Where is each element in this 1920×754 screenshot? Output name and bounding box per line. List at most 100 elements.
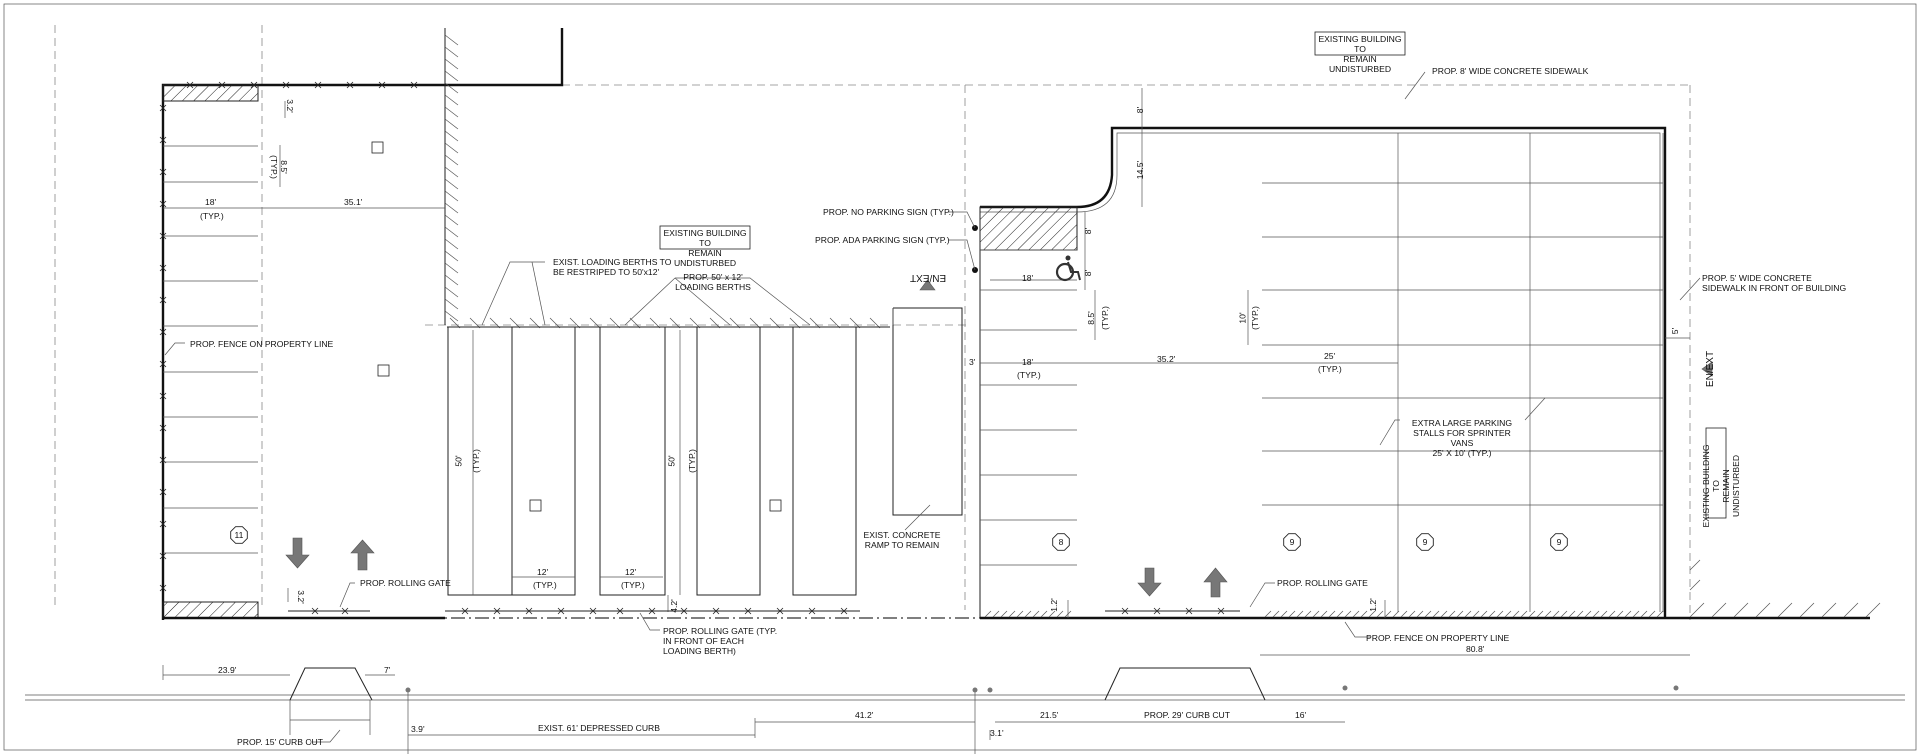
hatch-stroke bbox=[1384, 610, 1392, 618]
fence-x-marker bbox=[378, 81, 386, 89]
dim-8: 8' bbox=[1083, 227, 1094, 235]
sidewalk-5ft-label: PROP. 5' WIDE CONCRETE SIDEWALK IN FRONT… bbox=[1702, 273, 1846, 293]
dim-25: 25' bbox=[1324, 351, 1336, 361]
ada-parking-sign-label: PROP. ADA PARKING SIGN (TYP.) bbox=[815, 235, 950, 245]
fence-x-marker bbox=[159, 424, 167, 432]
hatch-stroke bbox=[1733, 602, 1749, 618]
stall-count-text: 8 bbox=[1059, 537, 1064, 547]
center-lot-parking-stripes bbox=[980, 249, 1077, 566]
street-curb-lines bbox=[25, 667, 1905, 754]
fence-markers-bottom bbox=[288, 607, 1240, 615]
hatch-stroke bbox=[1344, 610, 1352, 618]
hatch-stroke bbox=[869, 317, 881, 329]
arrow-down-icon bbox=[1137, 567, 1162, 597]
hatched-curb-top bbox=[162, 84, 259, 102]
fence-x-marker bbox=[557, 607, 565, 615]
dimension-lines-bottom bbox=[408, 654, 1690, 740]
label-line: PROP. ROLLING GATE (TYP. bbox=[663, 626, 778, 636]
dim-8-5: 8.5' bbox=[1085, 311, 1096, 325]
dim-8: 8' bbox=[1135, 106, 1146, 114]
label-line: STALLS FOR SPRINTER VANS bbox=[1413, 428, 1511, 448]
loading-berths bbox=[447, 308, 894, 596]
hatch-stroke bbox=[1272, 610, 1280, 618]
fence-x-marker bbox=[159, 456, 167, 464]
dim-typ: (TYP.) bbox=[621, 580, 645, 590]
fence-x-marker bbox=[525, 607, 533, 615]
light-pole-base bbox=[371, 141, 384, 154]
label-line: EXISTING BUILDING TO bbox=[1318, 34, 1402, 54]
hatch-stroke bbox=[1000, 610, 1008, 618]
loading-berth bbox=[599, 326, 666, 596]
dim-18: 18' bbox=[1022, 273, 1034, 283]
hatch-stroke bbox=[609, 317, 621, 329]
loading-berth bbox=[792, 326, 857, 596]
label-line: 25' X 10' (TYP.) bbox=[1432, 448, 1492, 458]
rolling-gate-left-label: PROP. ROLLING GATE bbox=[360, 578, 451, 588]
fence-property-line-bottom-label: PROP. FENCE ON PROPERTY LINE bbox=[1366, 633, 1510, 643]
label-line: LOADING BERTH) bbox=[663, 646, 736, 656]
hatch-stroke bbox=[444, 166, 459, 178]
fence-x-marker bbox=[159, 296, 167, 304]
dim-typ: (TYP.) bbox=[1099, 306, 1110, 330]
dim-typ: (TYP.) bbox=[1249, 306, 1260, 330]
hatch-stroke bbox=[1392, 610, 1400, 618]
hatch-stroke bbox=[444, 214, 459, 226]
hatch-stroke bbox=[569, 317, 581, 329]
property-boundary-left bbox=[161, 28, 564, 620]
existing-building-box-right bbox=[1705, 427, 1727, 519]
hatch-stroke bbox=[1264, 610, 1272, 618]
hatch-stroke bbox=[444, 202, 459, 214]
hatch-stroke bbox=[1648, 610, 1656, 618]
hatch-stroke bbox=[1777, 602, 1793, 618]
hatch-stroke bbox=[669, 317, 681, 329]
hatch-stroke bbox=[849, 317, 861, 329]
hatch-stroke bbox=[1689, 579, 1701, 591]
hatch-stroke bbox=[629, 317, 641, 329]
hatch-stroke bbox=[444, 154, 459, 166]
arrow-up-icon bbox=[1203, 567, 1228, 598]
hatch-stroke bbox=[529, 317, 541, 329]
label-line: EXISTING BUILDING TO bbox=[663, 228, 747, 248]
fence-x-marker bbox=[346, 81, 354, 89]
hatch-stroke bbox=[1536, 610, 1544, 618]
fence-x-marker bbox=[1217, 607, 1225, 615]
hatch-stroke bbox=[1440, 610, 1448, 618]
hatch-stroke bbox=[444, 238, 459, 250]
hatch-stroke bbox=[1568, 610, 1576, 618]
fence-x-marker bbox=[493, 607, 501, 615]
hatch-stroke bbox=[489, 317, 501, 329]
dim-3-2-top: 3.2' bbox=[284, 99, 295, 113]
fence-x-marker bbox=[461, 607, 469, 615]
hatch-stroke bbox=[444, 70, 459, 82]
dimension-lines-left bbox=[162, 101, 445, 735]
dim-80-8: 80.8' bbox=[1466, 644, 1485, 654]
hatch-stroke bbox=[1689, 602, 1705, 618]
hatch-stroke bbox=[1352, 610, 1360, 618]
hatch-stroke bbox=[829, 317, 841, 329]
fence-x-marker bbox=[159, 360, 167, 368]
hatch-stroke bbox=[1336, 610, 1344, 618]
dim-21-5: 21.5' bbox=[1040, 710, 1059, 720]
stall-count-right-a bbox=[1283, 533, 1301, 551]
fence-x-marker bbox=[159, 328, 167, 336]
hatch-stroke bbox=[1328, 610, 1336, 618]
rolling-gate-berth-label: PROP. ROLLING GATE (TYP. IN FRONT OF EAC… bbox=[663, 626, 777, 656]
dim-typ: (TYP.) bbox=[200, 211, 224, 221]
hatch-stroke bbox=[1032, 610, 1040, 618]
fence-x-marker bbox=[159, 584, 167, 592]
hatch-stroke bbox=[1711, 602, 1727, 618]
dim-12: 12' bbox=[625, 567, 637, 577]
dim-8-5: 8.5' bbox=[278, 160, 289, 174]
hatch-stroke bbox=[729, 317, 741, 329]
stall-count-text: 9 bbox=[1290, 537, 1295, 547]
hatch-stroke bbox=[1576, 610, 1584, 618]
hatch-stroke bbox=[1056, 610, 1064, 618]
existing-building-label-right: EXISTING BUILDING TO REMAIN UNDISTURBED bbox=[1701, 441, 1741, 531]
bottom-curb-hatch bbox=[984, 559, 1881, 618]
prop-loading-berths-label: PROP. 50' x 12' LOADING BERTHS bbox=[673, 272, 753, 292]
hatch-stroke bbox=[444, 46, 459, 58]
label-line: IN FRONT OF EACH bbox=[663, 636, 745, 646]
hatch-stroke bbox=[789, 317, 801, 329]
fence-x-marker bbox=[808, 607, 816, 615]
hatch-stroke bbox=[1528, 610, 1536, 618]
